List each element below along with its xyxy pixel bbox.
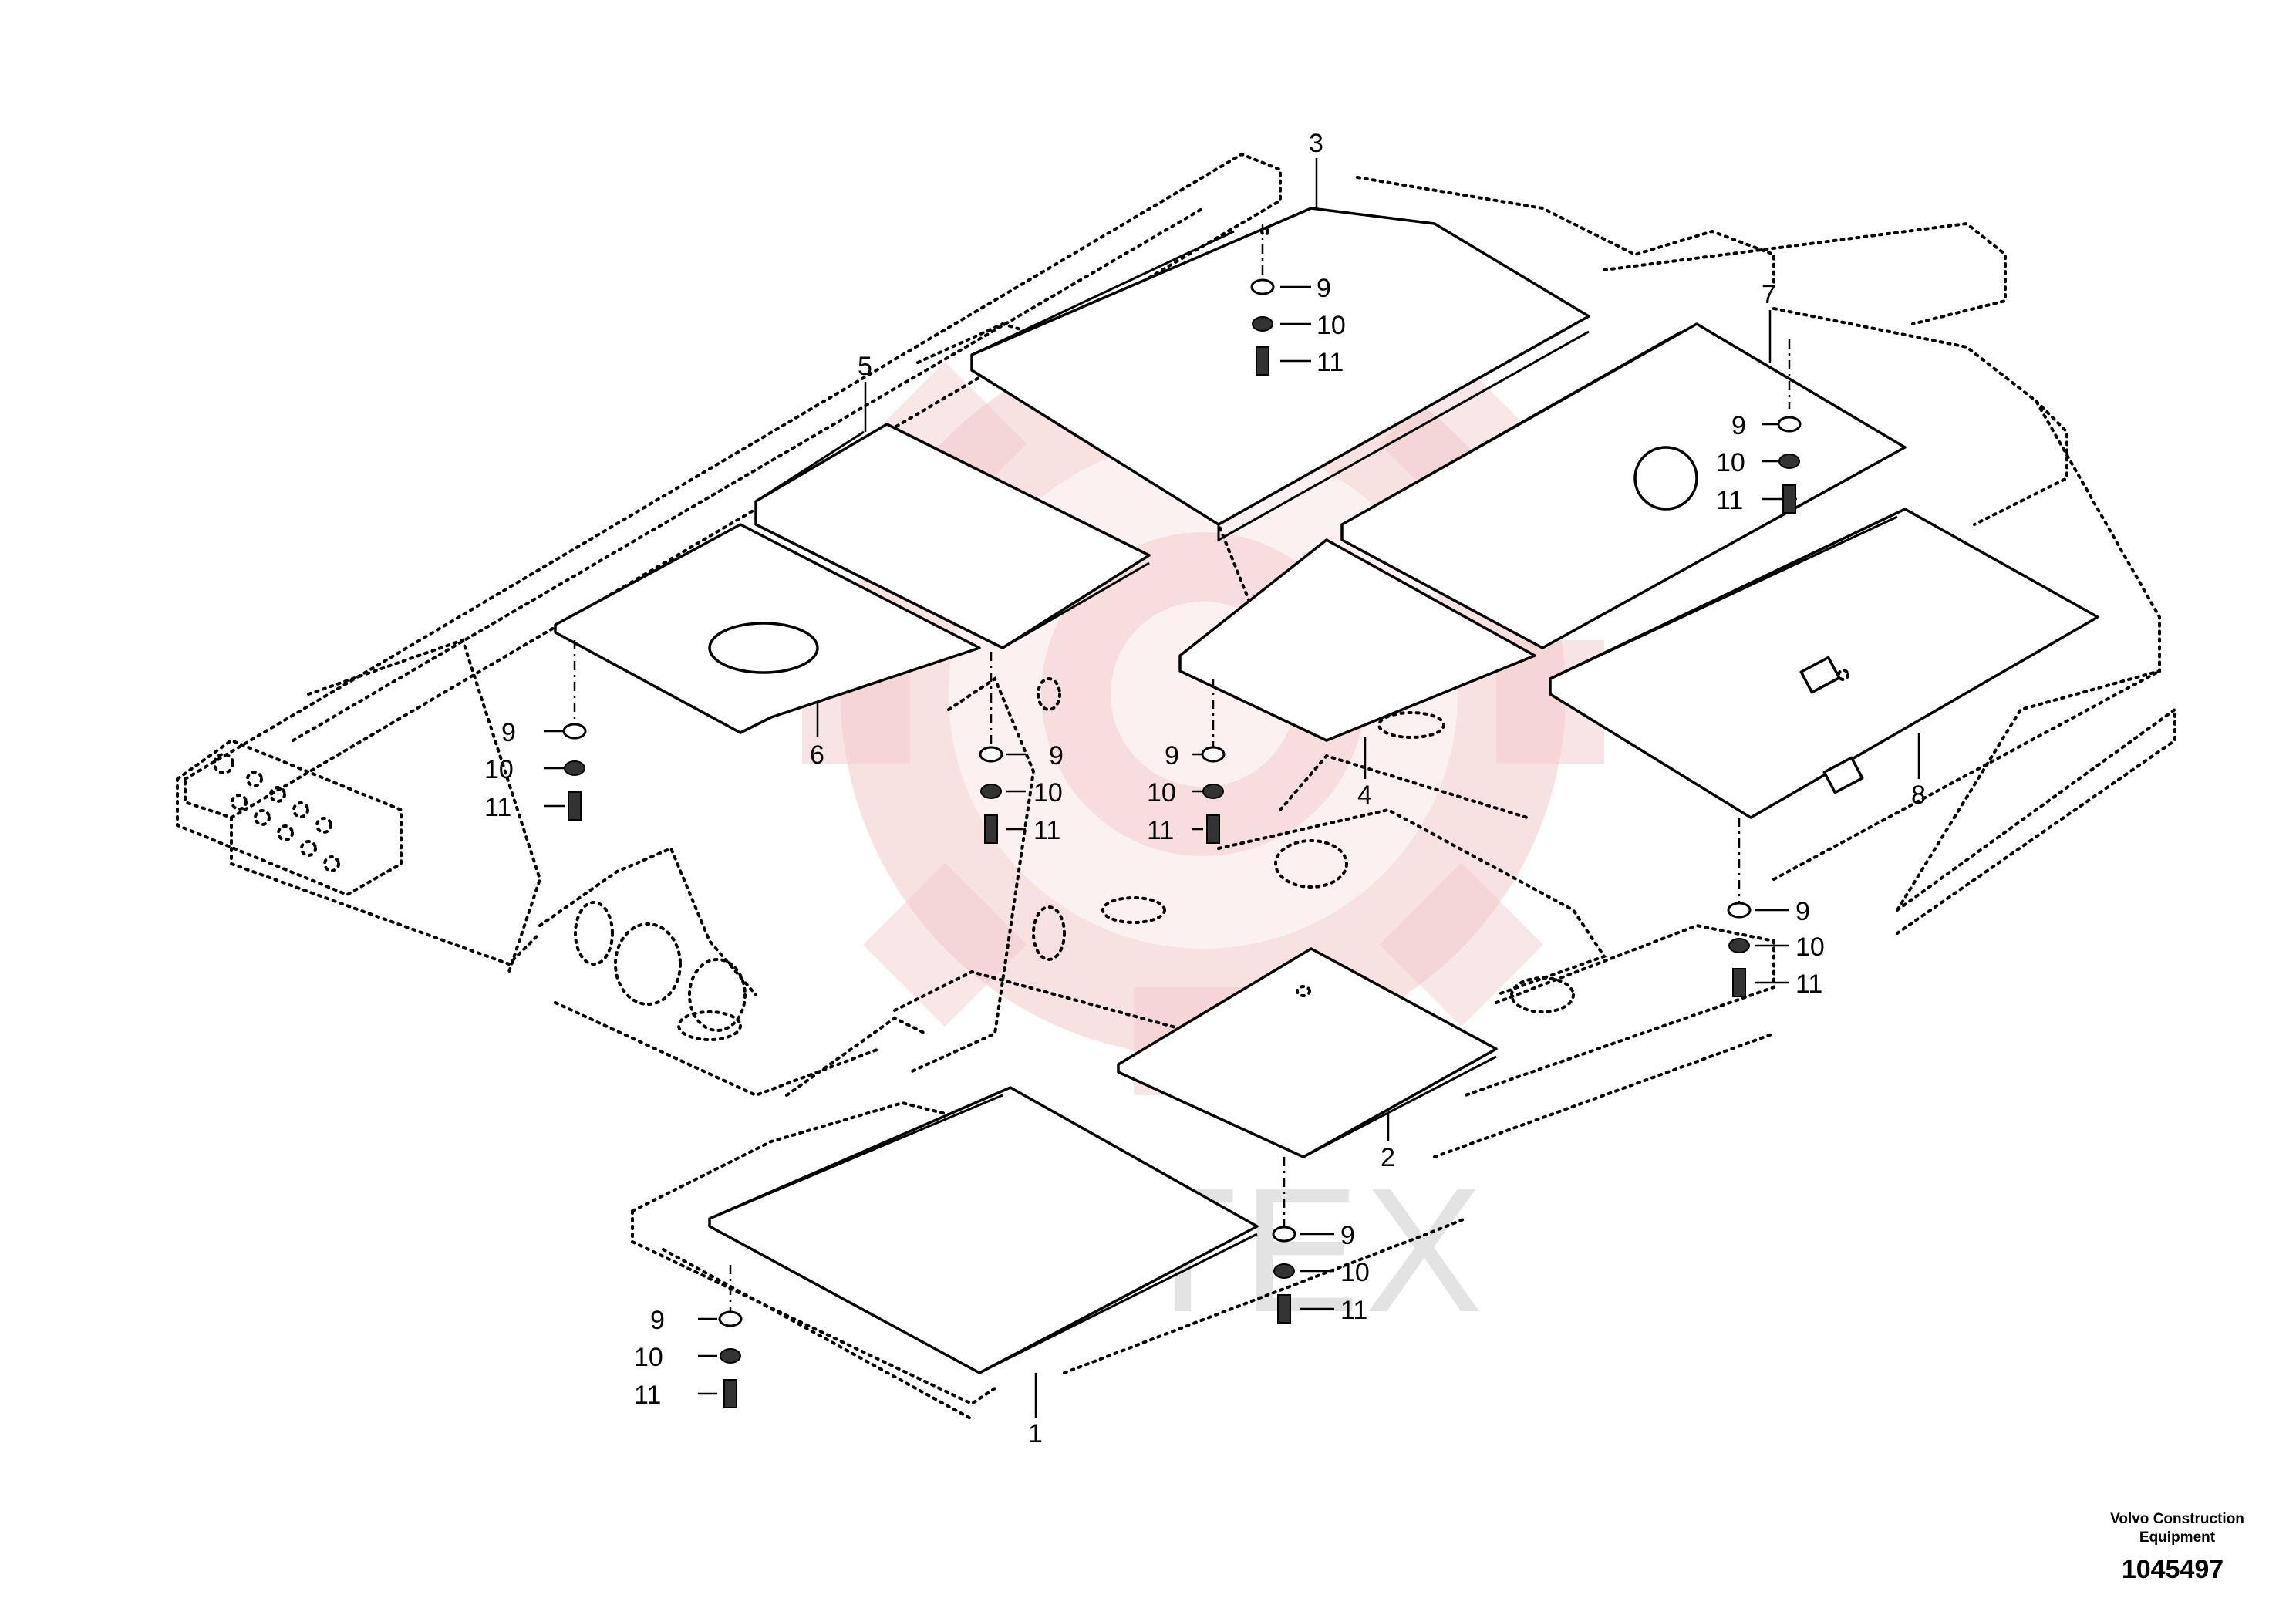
washer-icon [1777,416,1802,433]
floor-plate-7 [1340,322,1907,649]
washer-icon [1250,278,1275,295]
callout-lock-washer: 10 [634,1343,663,1372]
lock-washer-icon [720,1348,741,1364]
callout-washer: 9 [650,1306,665,1335]
washer-icon [562,723,587,740]
callout-washer: 9 [1340,1221,1355,1250]
lock-washer-icon [1273,1263,1295,1279]
floor-plate-2 [1117,947,1498,1158]
lock-washer-icon [564,760,585,776]
callout-6: 6 [810,740,824,770]
leader-lines [816,158,1920,1418]
callout-lock-washer: 10 [1340,1258,1370,1287]
callout-7: 7 [1762,280,1776,309]
floor-plate-4 [1178,538,1536,742]
fastener-stack-plate-8 [1727,902,1752,997]
lock-washer-icon [1778,454,1800,469]
fastener-stack-plate-1 [718,1310,743,1408]
bolt-icon [984,814,998,844]
bolt-icon [1277,1294,1291,1324]
callout-2: 2 [1381,1143,1395,1172]
callout-5: 5 [858,352,872,381]
washer-icon [1272,1226,1296,1243]
floor-plate-6 [554,523,981,734]
callout-washer: 9 [501,718,516,747]
callout-bolt: 11 [1716,486,1743,515]
callout-3: 3 [1309,129,1323,158]
callout-bolt: 11 [1033,816,1060,845]
fastener-stack-plate-7 [1777,416,1802,514]
drawing-number: 1045497 [2121,1555,2224,1584]
floor-plate-5 [754,423,1151,649]
callout-lock-washer: 10 [1147,778,1176,808]
fastener-stack-plate-3 [1250,278,1275,376]
washer-icon [1201,746,1226,763]
bolt-icon [1256,346,1269,376]
callout-bolt: 11 [1317,348,1344,377]
callout-bolt: 11 [1340,1296,1367,1325]
callout-1: 1 [1028,1419,1043,1448]
callout-lock-washer: 10 [484,755,514,784]
callout-bolt: 11 [1147,816,1174,845]
callout-washer: 9 [1049,741,1064,771]
washer-icon [979,746,1003,763]
floor-plate-1 [708,1086,1259,1374]
washer-icon [718,1310,743,1327]
callout-washer: 9 [1731,411,1746,440]
callout-lock-washer: 10 [1795,932,1825,962]
bolt-icon [1782,484,1796,514]
callout-bolt: 11 [484,793,511,822]
callout-bolt: 11 [1795,969,1822,999]
mounting-center-lines [544,224,1797,1395]
fastener-stack-plate-4 [1201,746,1226,844]
callout-lock-washer: 10 [1317,311,1346,340]
bolt-icon [723,1379,737,1408]
callout-washer: 9 [1317,274,1331,303]
brand-name: Volvo Construction Equipment [2110,1511,2244,1546]
lock-washer-icon [980,784,1002,799]
chassis-frame-outline [176,152,2176,1421]
bolt-icon [1206,814,1220,844]
callout-bolt: 11 [634,1381,661,1410]
lock-washer-icon [1728,938,1750,953]
fastener-stack-plate-2 [1272,1226,1296,1324]
bolt-icon [568,791,582,821]
callout-lock-washer: 10 [1716,448,1745,477]
callout-8: 8 [1911,781,1926,810]
callout-lock-washer: 10 [1033,778,1063,808]
floor-plate-8 [1549,508,2099,819]
callout-washer: 9 [1795,897,1810,926]
fastener-stack-plate-6 [562,723,587,821]
callout-washer: 9 [1165,741,1179,771]
lock-washer-icon [1252,316,1273,332]
callout-4: 4 [1357,781,1372,810]
washer-icon [1727,902,1752,919]
fastener-stack-plate-5 [979,746,1003,844]
lock-washer-icon [1202,784,1224,799]
bolt-icon [1732,968,1746,997]
